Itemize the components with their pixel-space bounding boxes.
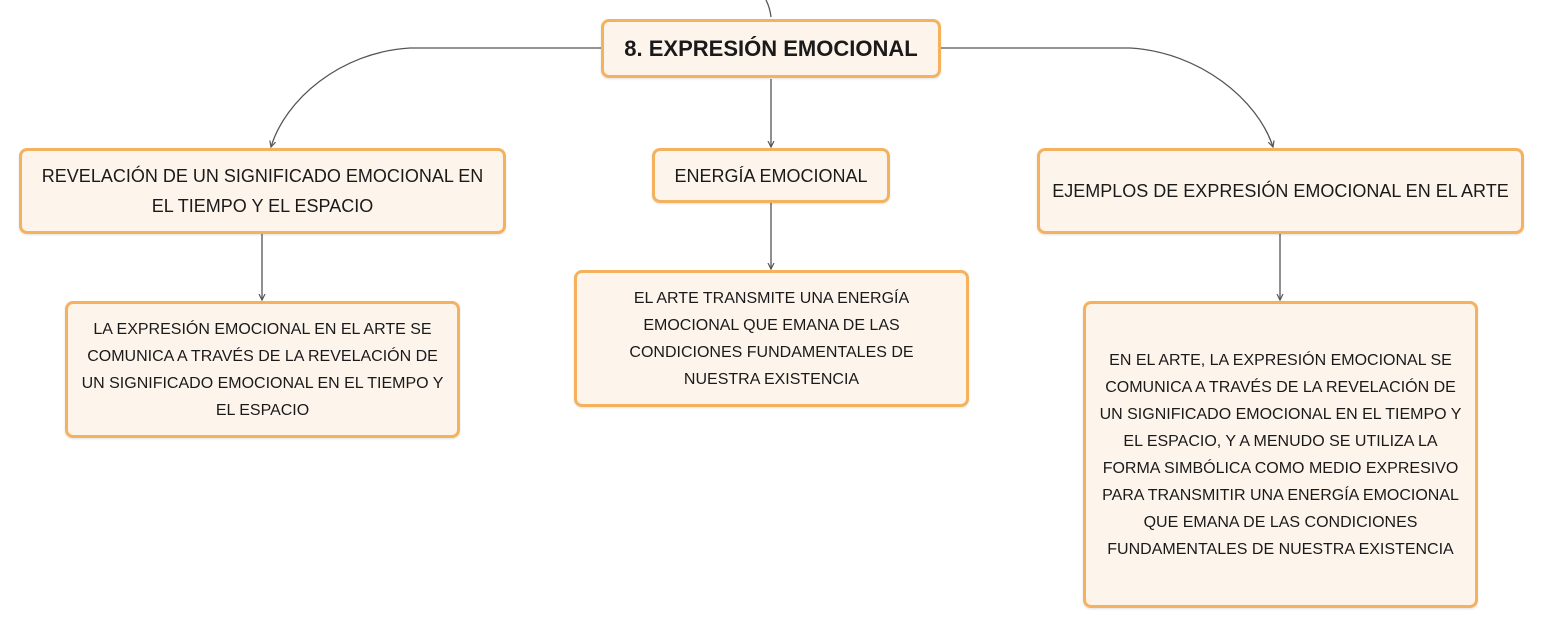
leaf-node-examples[interactable]: EN EL ARTE, LA EXPRESIÓN EMOCIONAL SE CO… [1083,301,1478,608]
branch-node-meaning-label: REVELACIÓN DE UN SIGNIFICADO EMOCIONAL E… [41,166,484,216]
branch-node-energy[interactable]: ENERGÍA EMOCIONAL [652,148,890,203]
connector-incoming [765,0,772,18]
connector-root-to-branch-1 [271,47,602,147]
leaf-node-meaning[interactable]: LA EXPRESIÓN EMOCIONAL EN EL ARTE SE COM… [65,301,460,438]
branch-node-examples-label: EJEMPLOS DE EXPRESIÓN EMOCIONAL EN EL AR… [1052,181,1509,201]
branch-node-examples[interactable]: EJEMPLOS DE EXPRESIÓN EMOCIONAL EN EL AR… [1037,148,1524,234]
root-node[interactable]: 8. EXPRESIÓN EMOCIONAL [601,19,941,78]
connector-root-to-branch-3 [940,47,1273,147]
branch-node-energy-label: ENERGÍA EMOCIONAL [674,165,868,186]
leaf-node-examples-text: EN EL ARTE, LA EXPRESIÓN EMOCIONAL SE CO… [1099,351,1462,558]
root-node-label: 8. EXPRESIÓN EMOCIONAL [624,35,918,61]
leaf-node-energy-text: EL ARTE TRANSMITE UNA ENERGÍA EMOCIONAL … [629,289,914,388]
branch-node-meaning[interactable]: REVELACIÓN DE UN SIGNIFICADO EMOCIONAL E… [19,148,506,234]
leaf-node-meaning-text: LA EXPRESIÓN EMOCIONAL EN EL ARTE SE COM… [81,320,444,419]
leaf-node-energy[interactable]: EL ARTE TRANSMITE UNA ENERGÍA EMOCIONAL … [574,270,969,407]
